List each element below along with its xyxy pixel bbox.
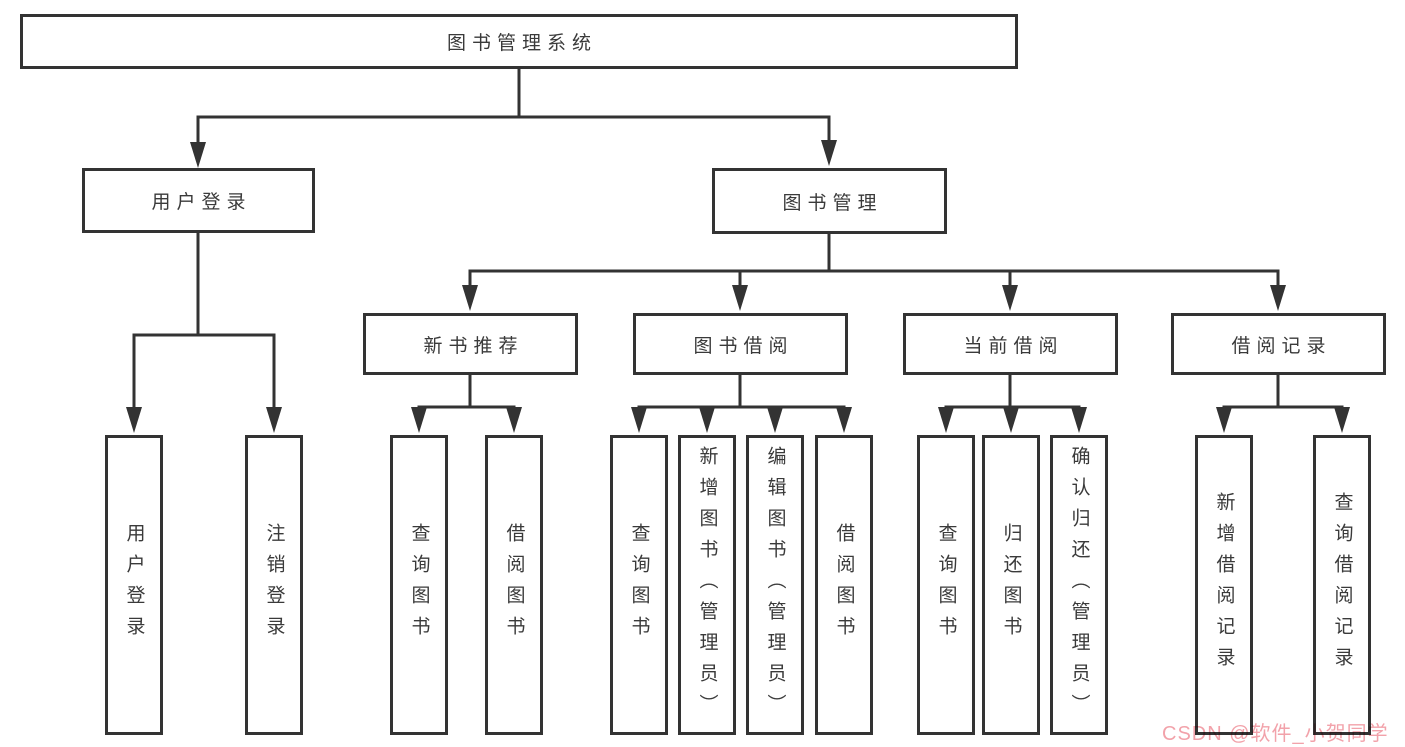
- leaf-current-query-books: 查询图书: [917, 435, 975, 735]
- leaf-user-login: 用户登录: [105, 435, 163, 735]
- leaf-logout: 注销登录: [245, 435, 303, 735]
- leaf-current-confirm-return-admin: 确认归还（管理员）: [1050, 435, 1108, 735]
- leaf-newbook-borrow-books: 借阅图书: [485, 435, 543, 735]
- node-book-management: 图书管理: [712, 168, 947, 234]
- node-user-login: 用户登录: [82, 168, 315, 233]
- leaf-newbook-query-books: 查询图书: [390, 435, 448, 735]
- node-current-borrowing: 当前借阅: [903, 313, 1118, 375]
- leaf-records-query-record: 查询借阅记录: [1313, 435, 1371, 735]
- node-root-system: 图书管理系统: [20, 14, 1018, 69]
- leaf-borrowing-query-books: 查询图书: [610, 435, 668, 735]
- leaf-borrowing-edit-books-admin: 编辑图书（管理员）: [746, 435, 804, 735]
- leaf-borrowing-borrow-books: 借阅图书: [815, 435, 873, 735]
- leaf-current-return-books: 归还图书: [982, 435, 1040, 735]
- csdn-watermark: CSDN @软件_小贺同学: [1162, 723, 1389, 745]
- node-book-borrowing: 图书借阅: [633, 313, 848, 375]
- node-new-book-recommend: 新书推荐: [363, 313, 578, 375]
- node-borrowing-records: 借阅记录: [1171, 313, 1386, 375]
- leaf-borrowing-add-books-admin: 新增图书（管理员）: [678, 435, 736, 735]
- leaf-records-add-record: 新增借阅记录: [1195, 435, 1253, 735]
